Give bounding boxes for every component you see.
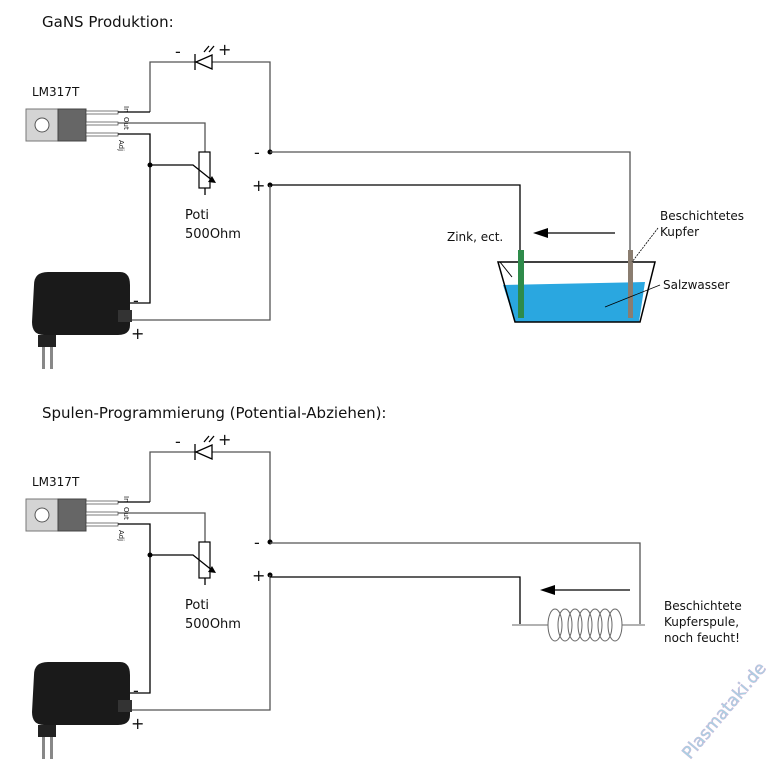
psu-minus: - [133, 291, 139, 310]
copper-electrode [628, 250, 633, 318]
pot-label: Poti [185, 598, 209, 613]
copper-label-2: Kupfer [660, 225, 699, 239]
circuit-gans-production: GaNS Produktion: LM317T In Out Adj - + -… [25, 13, 744, 370]
circuit-coil-programming: Spulen-Programmierung (Potential-Abziehe… [25, 404, 742, 760]
pin-out: Out [122, 507, 130, 520]
salt-water-label: Salzwasser [663, 278, 730, 292]
out-plus: + [252, 176, 265, 195]
salt-water [503, 282, 645, 322]
pot-value: 500Ohm [185, 617, 241, 632]
led-minus: - [175, 42, 181, 61]
zinc-electrode [518, 250, 524, 318]
psu-minus: - [133, 681, 139, 700]
out-minus: - [254, 143, 260, 162]
watermark: Plasmataki.de [679, 659, 770, 763]
psu-plus: + [131, 714, 144, 733]
section-title: GaNS Produktion: [42, 13, 174, 31]
pin-out: Out [122, 117, 130, 130]
section-title: Spulen-Programmierung (Potential-Abziehe… [42, 404, 386, 422]
copper-coil [512, 608, 645, 642]
led-minus: - [175, 432, 181, 451]
led-plus: + [218, 430, 231, 449]
pin-adj: Adj [117, 530, 125, 541]
copper-label-1: Beschichtetes [660, 209, 744, 223]
pin-in: In [122, 106, 130, 113]
psu-plus: + [131, 324, 144, 343]
coil-label-3: noch feucht! [664, 631, 740, 645]
led-plus: + [218, 40, 231, 59]
out-plus: + [252, 566, 265, 585]
coil-label-1: Beschichtete [664, 599, 742, 613]
pot-label: Poti [185, 208, 209, 223]
pot-value: 500Ohm [185, 227, 241, 242]
pin-adj: Adj [117, 140, 125, 151]
zinc-label: Zink, ect. [447, 230, 503, 244]
out-minus: - [254, 533, 260, 552]
coil-label-2: Kupferspule, [664, 615, 739, 629]
pin-in: In [122, 496, 130, 503]
regulator-label: LM317T [32, 475, 80, 489]
regulator-label: LM317T [32, 85, 80, 99]
